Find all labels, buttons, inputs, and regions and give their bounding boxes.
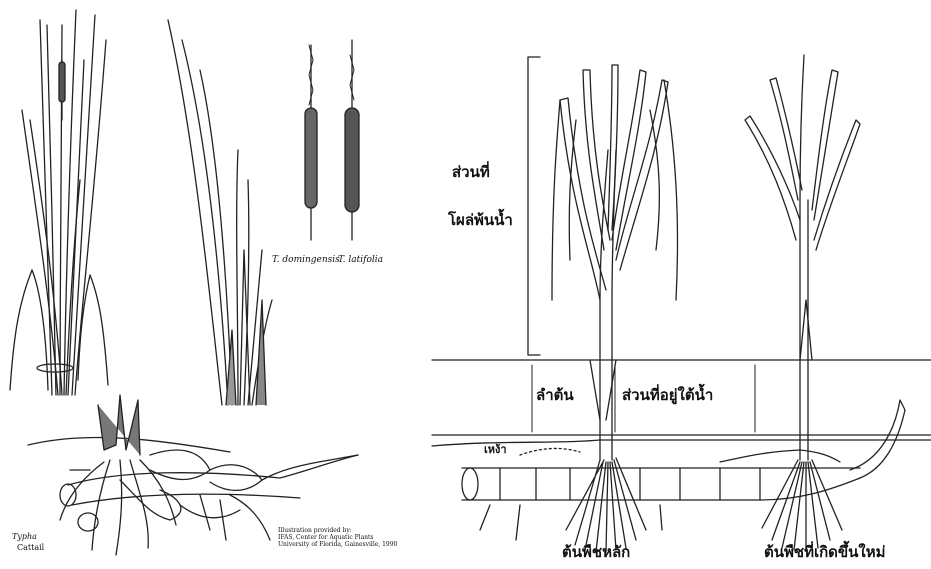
new-plant-label: ต้นพืชที่เกิดขึ้นใหม่ (764, 540, 886, 564)
illustration-credit: Illustration provided by: IFAS, Center f… (278, 527, 428, 548)
main-plant-label: ต้นพืชหลัก (562, 540, 630, 564)
new-plant-drawing (745, 55, 860, 460)
above-water-label-line1: ส่วนที่ (452, 160, 490, 184)
seed-spike-latifolia (345, 40, 359, 240)
species-label-latifolia: T. latifolia (338, 255, 383, 265)
genus-label: Typha (12, 532, 37, 541)
rhizome-right-drawing (462, 400, 905, 540)
rhizome-label: เหง้า (484, 440, 507, 458)
common-name-label: Cattail (17, 543, 44, 552)
cattail-clump-drawing (10, 10, 108, 395)
main-plant-roots (566, 458, 646, 552)
new-plant-roots (762, 460, 842, 550)
cattail-leaves-drawing (168, 20, 272, 405)
submerged-label: ส่วนที่อยู่ใต้น้ำ (622, 383, 713, 407)
stem-label: ลำต้น (536, 383, 574, 407)
species-label-domingensis: T. domingensis (272, 255, 340, 265)
soil-line (432, 440, 931, 446)
above-water-bracket (528, 57, 540, 355)
above-water-label-line2: โผล่พ้นน้ำ (448, 208, 513, 232)
seed-spike-domingensis (305, 45, 317, 240)
